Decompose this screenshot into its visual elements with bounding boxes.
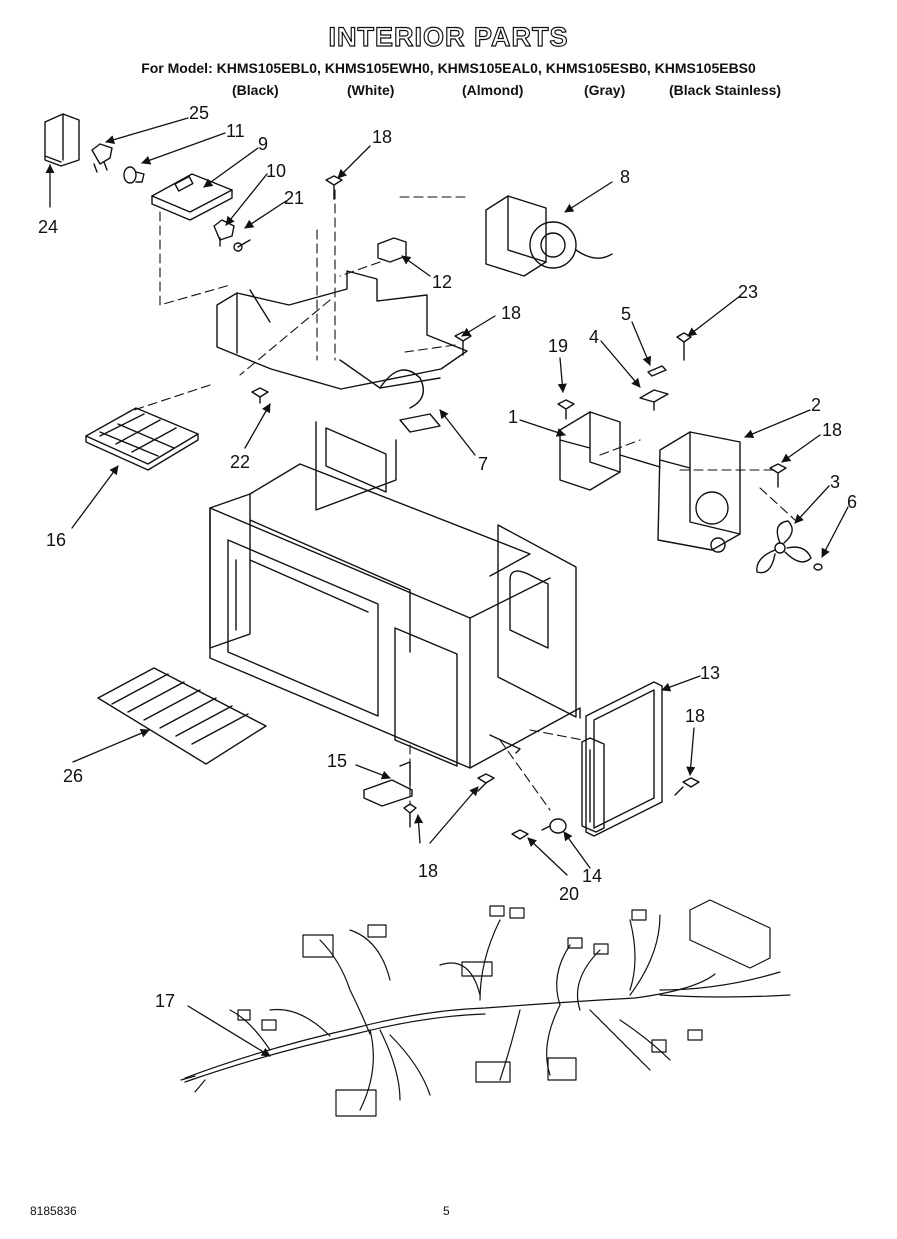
part-9-lamp-housing (152, 174, 232, 220)
callout-18-top: 18 (372, 127, 393, 147)
part-12-switch (378, 238, 406, 262)
color-label-black-stainless: (Black Stainless) (669, 82, 782, 98)
part-18-screws (326, 176, 786, 827)
part-3-fan-blade (757, 521, 811, 573)
callout-22: 22 (230, 452, 251, 472)
oven-cavity (210, 422, 580, 768)
part-7-mounting-plate (217, 271, 467, 432)
page-title: INTERIOR PARTS (328, 21, 569, 52)
color-label-white: (White) (347, 82, 395, 98)
callout-1: 1 (508, 407, 519, 427)
callout-12: 12 (432, 272, 453, 292)
part-8-fan-motor (486, 196, 612, 276)
callout-13: 13 (700, 663, 721, 683)
part-24-cover (45, 114, 79, 166)
callout-14: 14 (582, 866, 603, 886)
part-6-clip (814, 564, 822, 570)
part-15-bracket (364, 762, 412, 806)
color-label-gray: (Gray) (584, 82, 626, 98)
part-14-fuse-holder (542, 819, 566, 833)
callout-23: 23 (738, 282, 759, 302)
part-11-bulb (124, 167, 144, 183)
callout-19: 19 (548, 336, 569, 356)
callout-3: 3 (830, 472, 841, 492)
part-4-thermal-switch (640, 390, 668, 410)
callout-8: 8 (620, 167, 631, 187)
part-22-screw (252, 388, 268, 403)
choke-cover-frame (582, 738, 604, 832)
part-26-vent-grille (98, 668, 266, 764)
callout-18-seal: 18 (685, 706, 706, 726)
leader-lines (45, 118, 848, 1056)
callout-5: 5 (621, 304, 632, 324)
part-21-screw (234, 240, 250, 251)
part-5-fuse (648, 366, 666, 376)
callout-16: 16 (46, 530, 67, 550)
part-19-screw (558, 400, 574, 419)
callout-7: 7 (478, 454, 489, 474)
callout-18-plate: 18 (501, 303, 522, 323)
color-label-black: (Black) (232, 82, 279, 98)
callout-24: 24 (38, 217, 59, 237)
callout-2: 2 (811, 395, 822, 415)
doc-number: 8185836 (30, 1204, 77, 1218)
callout-20: 20 (559, 884, 580, 904)
part-10-socket (214, 220, 234, 246)
part-17-wire-harness (181, 900, 790, 1116)
part-16-grease-filter (86, 408, 198, 470)
page-number: 5 (443, 1204, 450, 1218)
callout-6: 6 (847, 492, 858, 512)
part-1-motor (560, 412, 660, 490)
callout-18-duct: 18 (822, 420, 843, 440)
assembly-dashes (128, 190, 795, 810)
callout-21: 21 (284, 188, 305, 208)
callout-9: 9 (258, 134, 269, 154)
part-13-door-seal (586, 682, 662, 836)
callout-10: 10 (266, 161, 287, 181)
color-label-almond: (Almond) (462, 82, 524, 98)
part-2-duct (658, 432, 740, 552)
callout-25: 25 (189, 103, 210, 123)
callout-11: 11 (226, 121, 245, 141)
callout-26: 26 (63, 766, 84, 786)
callout-17: 17 (155, 991, 176, 1011)
callout-15: 15 (327, 751, 348, 771)
callout-18-bottom: 18 (418, 861, 439, 881)
callout-4: 4 (589, 327, 600, 347)
part-23-screw (677, 333, 691, 360)
part-20-screw (512, 830, 528, 839)
model-line: For Model: KHMS105EBL0, KHMS105EWH0, KHM… (141, 60, 756, 76)
part-25-bracket (92, 144, 112, 172)
